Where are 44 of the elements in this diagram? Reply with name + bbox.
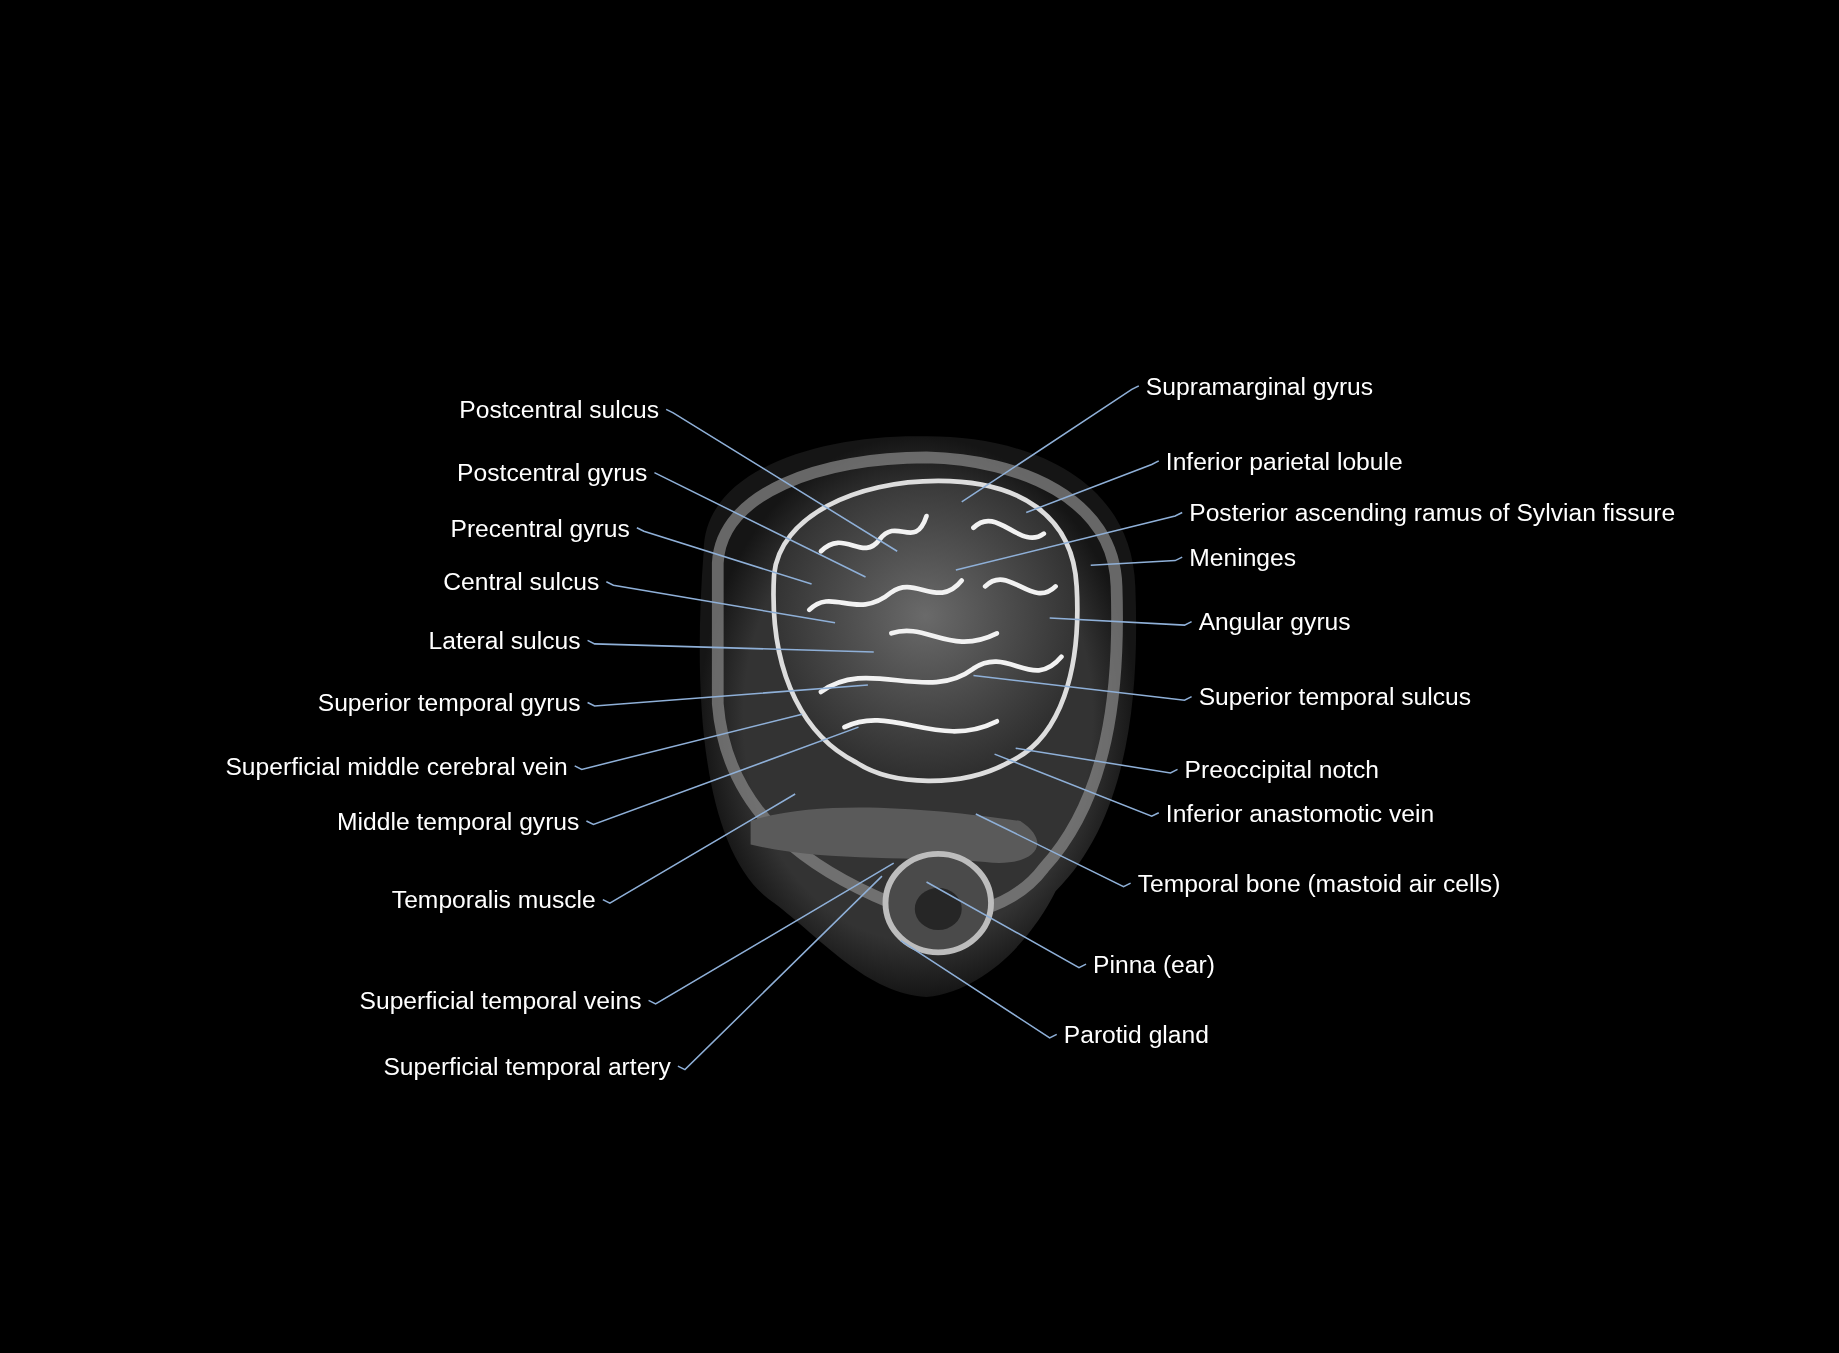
structure-label: Posterior ascending ramus of Sylvian fissure: [1189, 499, 1676, 527]
structure-label: Postcentral gyrus: [457, 459, 648, 487]
structure-label: Superficial temporal artery: [383, 1052, 671, 1080]
leader-line: [653, 471, 867, 578]
structure-label: Lateral sulcus: [428, 626, 581, 654]
structure-label: Pinna (ear): [1093, 950, 1215, 978]
structure-label: Superficial temporal veins: [359, 986, 642, 1014]
structure-label: Precentral gyrus: [450, 514, 630, 542]
structure-label: Temporalis muscle: [391, 886, 596, 914]
structure-label: Preoccipital notch: [1184, 755, 1379, 783]
leader-line: [665, 408, 898, 552]
leader-line: [602, 793, 796, 904]
structure-label: Superficial middle cerebral vein: [225, 752, 568, 780]
leader-line: [975, 813, 1132, 888]
structure-label: Central sulcus: [443, 568, 600, 596]
leader-line: [899, 939, 1058, 1039]
leader-line: [636, 527, 813, 585]
structure-label: Meninges: [1189, 543, 1297, 571]
leader-line: [585, 726, 860, 826]
leader-line: [925, 881, 1087, 969]
leader-line: [972, 674, 1193, 701]
leader-line: [1014, 747, 1179, 774]
structure-label: Temporal bone (mastoid air cells): [1137, 869, 1501, 897]
structure-label: Inferior parietal lobule: [1165, 447, 1403, 475]
leader-line: [586, 639, 875, 653]
structure-label: Superior temporal sulcus: [1198, 683, 1472, 711]
structure-label: Angular gyrus: [1198, 608, 1351, 636]
structure-label: Parotid gland: [1063, 1020, 1209, 1048]
leader-line: [1089, 556, 1183, 567]
structure-label: Inferior anastomotic vein: [1165, 799, 1435, 827]
leader-line: [573, 713, 803, 771]
structure-label: Supramarginal gyrus: [1145, 372, 1374, 400]
leader-line: [1025, 460, 1160, 514]
leader-line: [647, 862, 895, 1005]
structure-label: Superior temporal gyrus: [317, 689, 581, 717]
leader-line: [993, 753, 1160, 818]
leader-line: [586, 684, 869, 707]
structure-label: Middle temporal gyrus: [337, 807, 580, 835]
leader-line: [1048, 617, 1193, 626]
leader-line: [955, 511, 1183, 571]
structure-label: Postcentral sulcus: [459, 395, 660, 423]
leader-line: [677, 875, 883, 1071]
leader-line: [960, 385, 1140, 503]
leader-line: [605, 580, 836, 624]
